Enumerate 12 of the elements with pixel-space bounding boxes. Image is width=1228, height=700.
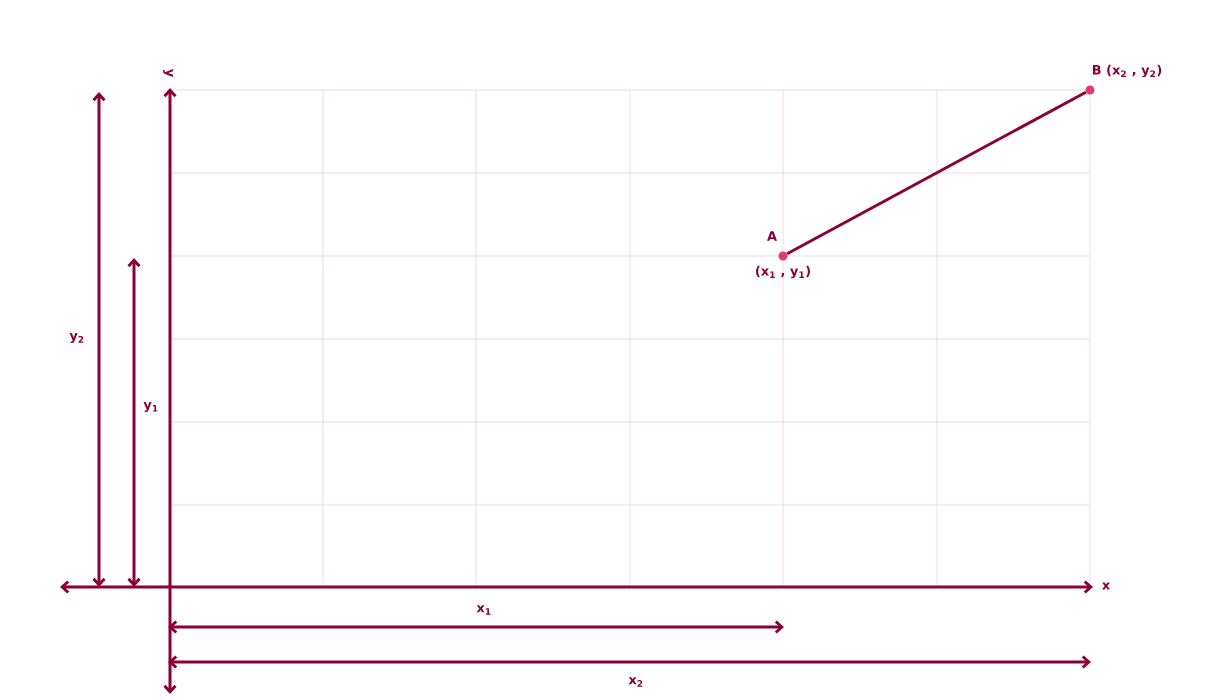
point: A <box>767 231 788 261</box>
coordinate-label: (x$_{1}$ , y$_{1}$) <box>756 265 810 279</box>
node-label: B (x$_{2}$ , y$_{2}$) <box>1092 64 1162 78</box>
node-label: A <box>767 231 777 241</box>
axis-label: y <box>163 68 173 77</box>
point: B (x$_{2}$ , y$_{2}$) <box>1085 64 1162 95</box>
dimension-label: y$_{1}$ <box>143 402 158 412</box>
dimension-label: y$_{2}$ <box>69 333 84 343</box>
line-segment <box>786 90 1087 256</box>
dimension-label: x$_{1}$ <box>476 605 491 615</box>
dimension-label: x$_{2}$ <box>628 677 643 687</box>
axis-label: x <box>1102 582 1110 590</box>
